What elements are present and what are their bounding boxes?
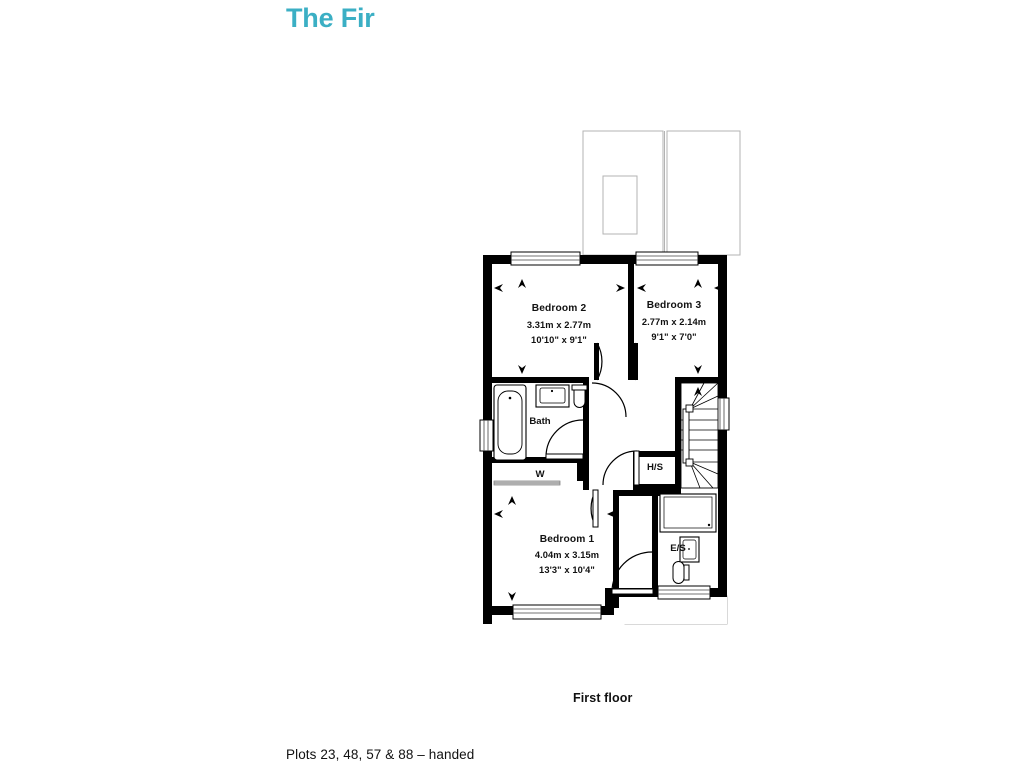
bedroom2-dim-imperial: 10'10" x 9'1" (531, 335, 587, 345)
bedroom3-dim-metric: 2.77m x 2.14m (642, 317, 706, 327)
shower-tray-icon (659, 493, 717, 533)
hot-storage-door (602, 450, 640, 486)
interior-walls (492, 264, 721, 608)
bathtub-icon (493, 384, 527, 461)
room-labels: Bedroom 2 3.31m x 2.77m 10'10" x 9'1" Be… (527, 300, 706, 575)
plots-caption: Plots 23, 48, 57 & 88 – handed (286, 747, 475, 762)
bath-label: Bath (529, 416, 550, 427)
winder-staircase-icon (680, 382, 719, 489)
bedroom1-name: Bedroom 1 (540, 534, 595, 545)
dimension-arrows (494, 279, 723, 601)
ensuite-toilet-icon (672, 561, 690, 584)
bedroom2-dim-metric: 3.31m x 2.77m (527, 320, 591, 330)
bath-door (545, 419, 584, 460)
floor-caption: First floor (573, 691, 633, 705)
bottom-window-bedroom1 (512, 604, 602, 620)
page-title: The Fir (286, 3, 375, 33)
toilet-icon (571, 384, 588, 408)
wardrobe-label: W (535, 469, 545, 480)
bedroom2-name: Bedroom 2 (532, 303, 587, 314)
wardrobe-rail-icon (493, 480, 561, 486)
hot-storage-label: H/S (647, 462, 664, 473)
bedroom1-dim-metric: 4.04m x 3.15m (535, 550, 599, 560)
bedroom3-dim-imperial: 9'1" x 7'0" (651, 332, 696, 342)
windows (479, 251, 730, 620)
bedroom3-door (630, 342, 638, 381)
bedroom2-door (594, 342, 603, 381)
bottom-window-ensuite (657, 585, 711, 600)
bath-fixtures (493, 384, 588, 461)
ensuite-basin-icon (679, 536, 700, 563)
top-window-bedroom3 (635, 251, 699, 266)
landing-arc (591, 382, 627, 418)
top-window-bedroom2 (510, 251, 581, 266)
ensuite-fixtures (659, 493, 717, 584)
wash-basin-icon (535, 384, 570, 408)
bedroom1-dim-imperial: 13'3" x 10'4" (539, 565, 595, 575)
ensuite-label: E/S (670, 543, 686, 554)
ensuite-door (611, 551, 654, 595)
left-window-bath (479, 419, 494, 452)
bedroom1-door (590, 489, 599, 528)
bedroom3-name: Bedroom 3 (647, 300, 702, 311)
doors (545, 342, 654, 595)
